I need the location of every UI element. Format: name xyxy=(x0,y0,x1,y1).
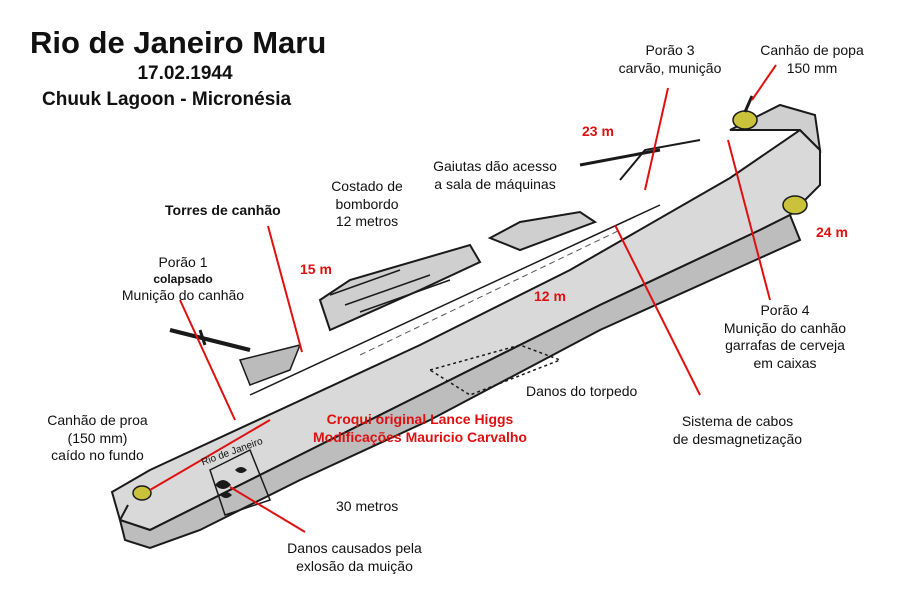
page-title: Rio de Janeiro Maru xyxy=(30,25,327,60)
leader-danos xyxy=(229,486,306,533)
label-danos-explosao: Danos causados pela exlosão da muição xyxy=(287,540,422,574)
label-costado: Costado de bombordo 12 metros xyxy=(331,178,403,229)
leader-cabos xyxy=(614,224,701,396)
leader-porao3 xyxy=(644,87,669,191)
hull-side xyxy=(118,213,802,550)
label-porao4: Porão 4 Munição do canhão garrafas de ce… xyxy=(723,302,847,371)
bridge-superstructure xyxy=(318,243,482,332)
depth-12m: 12 m xyxy=(534,288,566,304)
engine-skylights xyxy=(487,210,598,252)
label-cabos: Sistema de cabos de desmagnetização xyxy=(672,413,803,447)
propeller-icon xyxy=(782,195,808,215)
credits: Croqui original Lance Higgs Modificações… xyxy=(313,411,527,445)
stern-gun-icon xyxy=(732,110,758,130)
leader-lines xyxy=(149,64,777,533)
leader-torres xyxy=(267,225,303,353)
leader-proa xyxy=(149,419,271,491)
bow-gun-icon xyxy=(132,485,152,501)
depth-15m: 15 m xyxy=(300,261,332,277)
depth-23m: 23 m xyxy=(582,123,614,139)
label-torpedo: Danos do torpedo xyxy=(526,383,638,399)
label-canhao-proa: Canhão de proa (150 mm) caído no fundo xyxy=(47,412,148,463)
label-porao3: Porão 3 carvão, munição xyxy=(618,42,722,76)
aft-mast xyxy=(579,148,661,167)
label-torres: Torres de canhão xyxy=(165,202,281,218)
label-canhao-popa: Canhão de popa 150 mm xyxy=(760,42,864,76)
depth-24m: 24 m xyxy=(816,224,848,240)
leader-porao1 xyxy=(179,299,236,421)
wreck-date: 17.02.1944 xyxy=(137,63,233,84)
label-30-metros: 30 metros xyxy=(336,498,399,514)
fore-mast xyxy=(169,328,251,352)
label-porao1: Porão 1 colapsado Munição do canhão xyxy=(121,254,245,303)
label-gaiutas: Gaiutas dão acesso a sala de máquinas xyxy=(433,158,557,192)
leader-popa xyxy=(751,64,777,101)
wreck-location: Chuuk Lagoon - Micronésia xyxy=(42,89,292,110)
leader-porao4 xyxy=(727,139,771,301)
